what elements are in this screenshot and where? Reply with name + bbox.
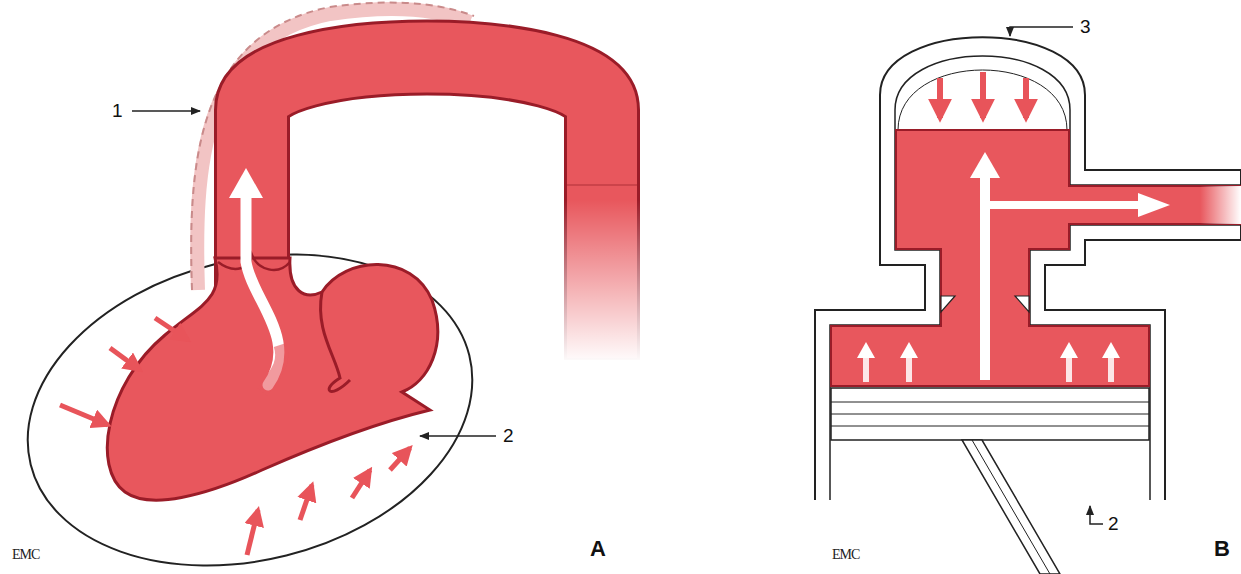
flow-arrow xyxy=(906,356,912,382)
recoil-arrow xyxy=(937,78,943,118)
flow-arrow xyxy=(863,356,869,382)
publisher-logo: EMC xyxy=(12,548,39,562)
flow-arrow xyxy=(1108,356,1114,382)
piston-ring xyxy=(831,402,1149,403)
elastic-dome xyxy=(898,70,1067,130)
connecting-rod xyxy=(962,440,1060,574)
flow-arrows xyxy=(857,152,1170,382)
compression-arrow xyxy=(352,470,370,498)
flow-arrow-head xyxy=(1060,342,1078,358)
flow-arrow-head xyxy=(900,342,918,358)
publisher-logo: EMC xyxy=(832,548,859,562)
leader-line xyxy=(420,435,496,437)
panel-letter: A xyxy=(590,538,606,560)
pump-housing xyxy=(815,37,1241,500)
compression-arrow xyxy=(390,448,410,470)
piston-ring xyxy=(831,414,1149,415)
fluid xyxy=(831,130,1241,386)
callout-number: 3 xyxy=(1080,17,1091,36)
recoil-arrows xyxy=(940,72,1026,118)
flow-arrow-head xyxy=(1138,193,1170,217)
callout-number: 2 xyxy=(503,426,514,445)
panel-b xyxy=(815,27,1241,574)
callout-number: 2 xyxy=(1108,514,1119,533)
compression-arrow xyxy=(110,348,140,370)
flow-arrow xyxy=(980,175,990,380)
housing-inner-wall xyxy=(830,56,1241,500)
piston-ring xyxy=(831,426,1149,427)
flow-arrow-head xyxy=(229,168,263,198)
recoil-arrow xyxy=(980,72,986,118)
pipe-fade xyxy=(1200,186,1241,224)
flow-arrow xyxy=(246,195,279,385)
heart xyxy=(107,258,437,500)
valve xyxy=(1015,296,1029,312)
flow-arrow-head xyxy=(857,342,875,358)
aorta-fade xyxy=(560,200,644,364)
aorta-seam xyxy=(567,185,637,186)
pericardium-outline xyxy=(0,210,506,574)
leader-line xyxy=(1090,506,1103,524)
connecting-rod-line xyxy=(972,440,1050,574)
flow-arrow-fade xyxy=(262,345,282,392)
compression-arrow xyxy=(60,405,108,425)
compression-arrows xyxy=(60,318,410,555)
compression-arrow xyxy=(300,485,312,520)
callout-number: 1 xyxy=(112,101,123,120)
flow-arrow xyxy=(990,201,1140,209)
compression-arrow xyxy=(247,510,258,555)
compression-arrow xyxy=(155,318,188,340)
leader-line xyxy=(132,110,200,112)
leader-line xyxy=(1010,27,1073,36)
flow-arrow xyxy=(1066,356,1072,382)
panel-a xyxy=(0,3,644,574)
panel-letter: B xyxy=(1214,538,1230,560)
recoil-arrow xyxy=(1023,78,1029,118)
valve xyxy=(941,296,955,312)
heart-septum xyxy=(321,292,350,391)
aortic-valve xyxy=(218,255,290,270)
flow-arrow-head xyxy=(970,152,1000,178)
flow-arrow-head xyxy=(1102,342,1120,358)
piston xyxy=(831,388,1149,440)
